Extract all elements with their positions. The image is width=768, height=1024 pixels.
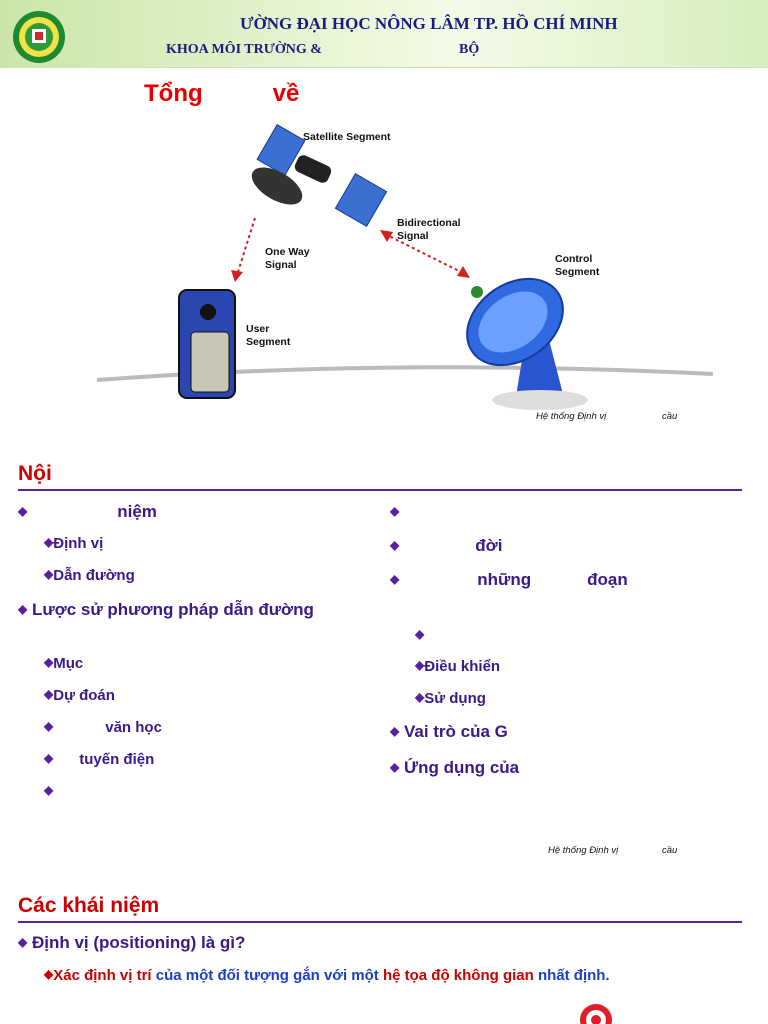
outline-subitem: ◆	[44, 783, 53, 800]
bullet-diamond-icon: ◆	[390, 538, 400, 552]
gps-segments-diagram: Satellite Segment One Way Signal Bidirec…	[96, 123, 714, 410]
slide2-footer-b: cầu	[662, 845, 678, 856]
bullet-diamond-icon: ◆	[44, 967, 54, 981]
bullet-diamond-icon: ◆	[44, 783, 54, 797]
slide-title-part-2: về	[272, 80, 300, 107]
slide2-footer-a: Hệ thống Định vị	[548, 845, 619, 856]
definition-line: ◆Xác định vị trí của một đối tượng gắn v…	[44, 967, 610, 984]
bullet-diamond-icon: ◆	[390, 724, 400, 738]
control-segment-label-line2: Segment	[555, 266, 600, 278]
bullet-diamond-icon: ◆	[415, 690, 425, 704]
outline-item: ◆ Vai trò của G	[390, 722, 508, 741]
user-segment-label-line2: Segment	[246, 336, 291, 348]
bullet-diamond-icon: ◆	[44, 751, 54, 765]
slide3-divider	[18, 921, 742, 923]
bullet-diamond-icon: ◆	[18, 504, 28, 518]
bullet-diamond-icon: ◆	[18, 935, 28, 949]
slide2-title: Nội	[18, 462, 52, 485]
bullet-diamond-icon: ◆	[415, 658, 425, 672]
header-banner: ƯỜNG ĐẠI HỌC NÔNG LÂM TP. HỒ CHÍ MINH KH…	[0, 0, 768, 68]
slide-title-part-1: Tổng	[144, 80, 203, 107]
university-seal-icon	[13, 11, 65, 63]
bidirectional-label-line1: Bidirectional	[397, 217, 461, 229]
outline-item: ◆niệm	[18, 502, 157, 521]
outline-item: ◆ Lược sử phương pháp dẫn đường	[18, 600, 314, 619]
outline-item: ◆ Định vị (positioning) là gì?	[18, 933, 246, 952]
one-way-label-line2: Signal	[265, 259, 297, 271]
outline-item: ◆ Ứng dụng của	[390, 758, 520, 777]
bullet-diamond-icon: ◆	[390, 760, 400, 774]
user-segment-label-line1: User	[246, 323, 269, 335]
outline-subitem: ◆tuyến điện	[44, 751, 155, 768]
outline-subitem: ◆Dự đoán	[44, 687, 115, 704]
outline-subitem: ◆Sử dụng	[415, 690, 486, 707]
gps-receiver-icon	[178, 289, 236, 399]
outline-subitem: ◆	[415, 627, 424, 644]
target-icon	[580, 1004, 612, 1024]
outline-item: ◆	[390, 502, 399, 522]
satellite-icon	[251, 123, 388, 228]
slide-title: Tổng về	[144, 80, 299, 108]
bullet-diamond-icon: ◆	[18, 602, 28, 616]
one-way-arrow	[236, 217, 256, 276]
outline-subitem: ◆văn học	[44, 719, 162, 736]
slide1-footer-a: Hệ thống Định vị	[536, 411, 607, 422]
outline-subitem: ◆Định vị	[44, 535, 104, 552]
bullet-diamond-icon: ◆	[390, 572, 400, 586]
outline-subitem: ◆Dẫn đường	[44, 567, 135, 584]
faculty-name-tail: BỘ	[459, 42, 480, 57]
outline-item: ◆đời	[390, 536, 503, 555]
control-segment-label-line1: Control	[555, 253, 592, 265]
bidirectional-label-line2: Signal	[397, 230, 429, 242]
bullet-diamond-icon: ◆	[44, 535, 54, 549]
faculty-name: KHOA MÔI TRƯỜNG &	[166, 42, 322, 57]
slide2-divider	[18, 489, 742, 491]
one-way-label-line1: One Way	[265, 246, 310, 258]
bullet-diamond-icon: ◆	[44, 567, 54, 581]
slide1-footer-b: cầu	[662, 411, 678, 422]
bullet-diamond-icon: ◆	[44, 719, 54, 733]
university-name: ƯỜNG ĐẠI HỌC NÔNG LÂM TP. HỒ CHÍ MINH	[240, 14, 618, 33]
bullet-diamond-icon: ◆	[390, 504, 400, 518]
outline-subitem: ◆Mục	[44, 655, 84, 672]
control-dish-icon	[466, 277, 588, 410]
outline-subitem: ◆Điều khiển	[415, 658, 501, 675]
bidirectional-arrow	[384, 233, 466, 275]
bullet-diamond-icon: ◆	[415, 627, 425, 641]
satellite-segment-label: Satellite Segment	[303, 131, 391, 143]
bullet-diamond-icon: ◆	[44, 655, 54, 669]
bullet-diamond-icon: ◆	[44, 687, 54, 701]
slide3-title: Các khái niệm	[18, 894, 160, 917]
